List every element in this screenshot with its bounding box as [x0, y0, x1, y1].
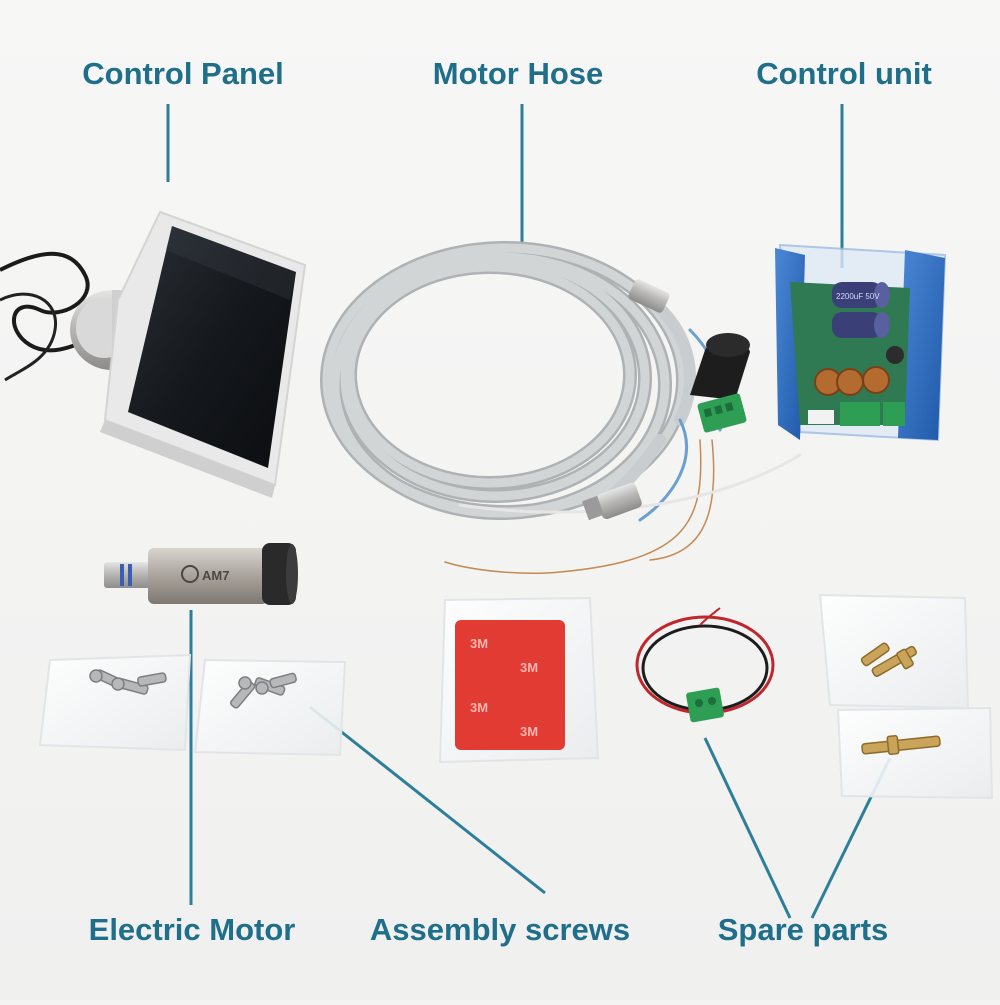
panel-cable [0, 251, 112, 353]
unit-case-right [898, 250, 945, 440]
motor-model-text: AM7 [202, 568, 229, 583]
screw-bag-2 [193, 658, 347, 757]
leader-assembly-screws [309, 705, 546, 895]
label-control-panel: Control Panel [82, 56, 284, 91]
hose-connectors [582, 279, 750, 521]
electric-motor-device: AM7 [104, 543, 298, 605]
label-assembly-screws: Assembly screws [369, 912, 631, 947]
control-panel-device [0, 210, 307, 498]
svg-text:3M: 3M [470, 700, 488, 715]
capacitors: 2200uF 50V [832, 282, 890, 338]
motor-body [148, 548, 268, 604]
label-electric-motor: Electric Motor [88, 912, 296, 947]
leader-lines [166, 104, 892, 919]
svg-text:3M: 3M [520, 660, 538, 675]
panel-screen [128, 226, 296, 468]
spare-terminal-block [686, 687, 724, 723]
label-motor-hose: Motor Hose [432, 56, 604, 91]
screw-bag-1 [38, 653, 192, 752]
svg-text:3M: 3M [470, 636, 488, 651]
label-control-unit: Control unit [756, 56, 932, 91]
spare-bag-2 [836, 706, 994, 800]
spare-bag-1 [818, 593, 970, 710]
control-unit-device: 2200uF 50V [775, 243, 947, 442]
label-spare-parts: Spare parts [717, 912, 889, 947]
svg-text:3M: 3M [520, 724, 538, 739]
adhesive-pad-bag: 3M 3M 3M 3M [438, 596, 600, 764]
adhesive-pad [455, 620, 565, 750]
capacitor-label: 2200uF 50V [836, 292, 880, 301]
leader-spare-parts-a [703, 737, 792, 919]
